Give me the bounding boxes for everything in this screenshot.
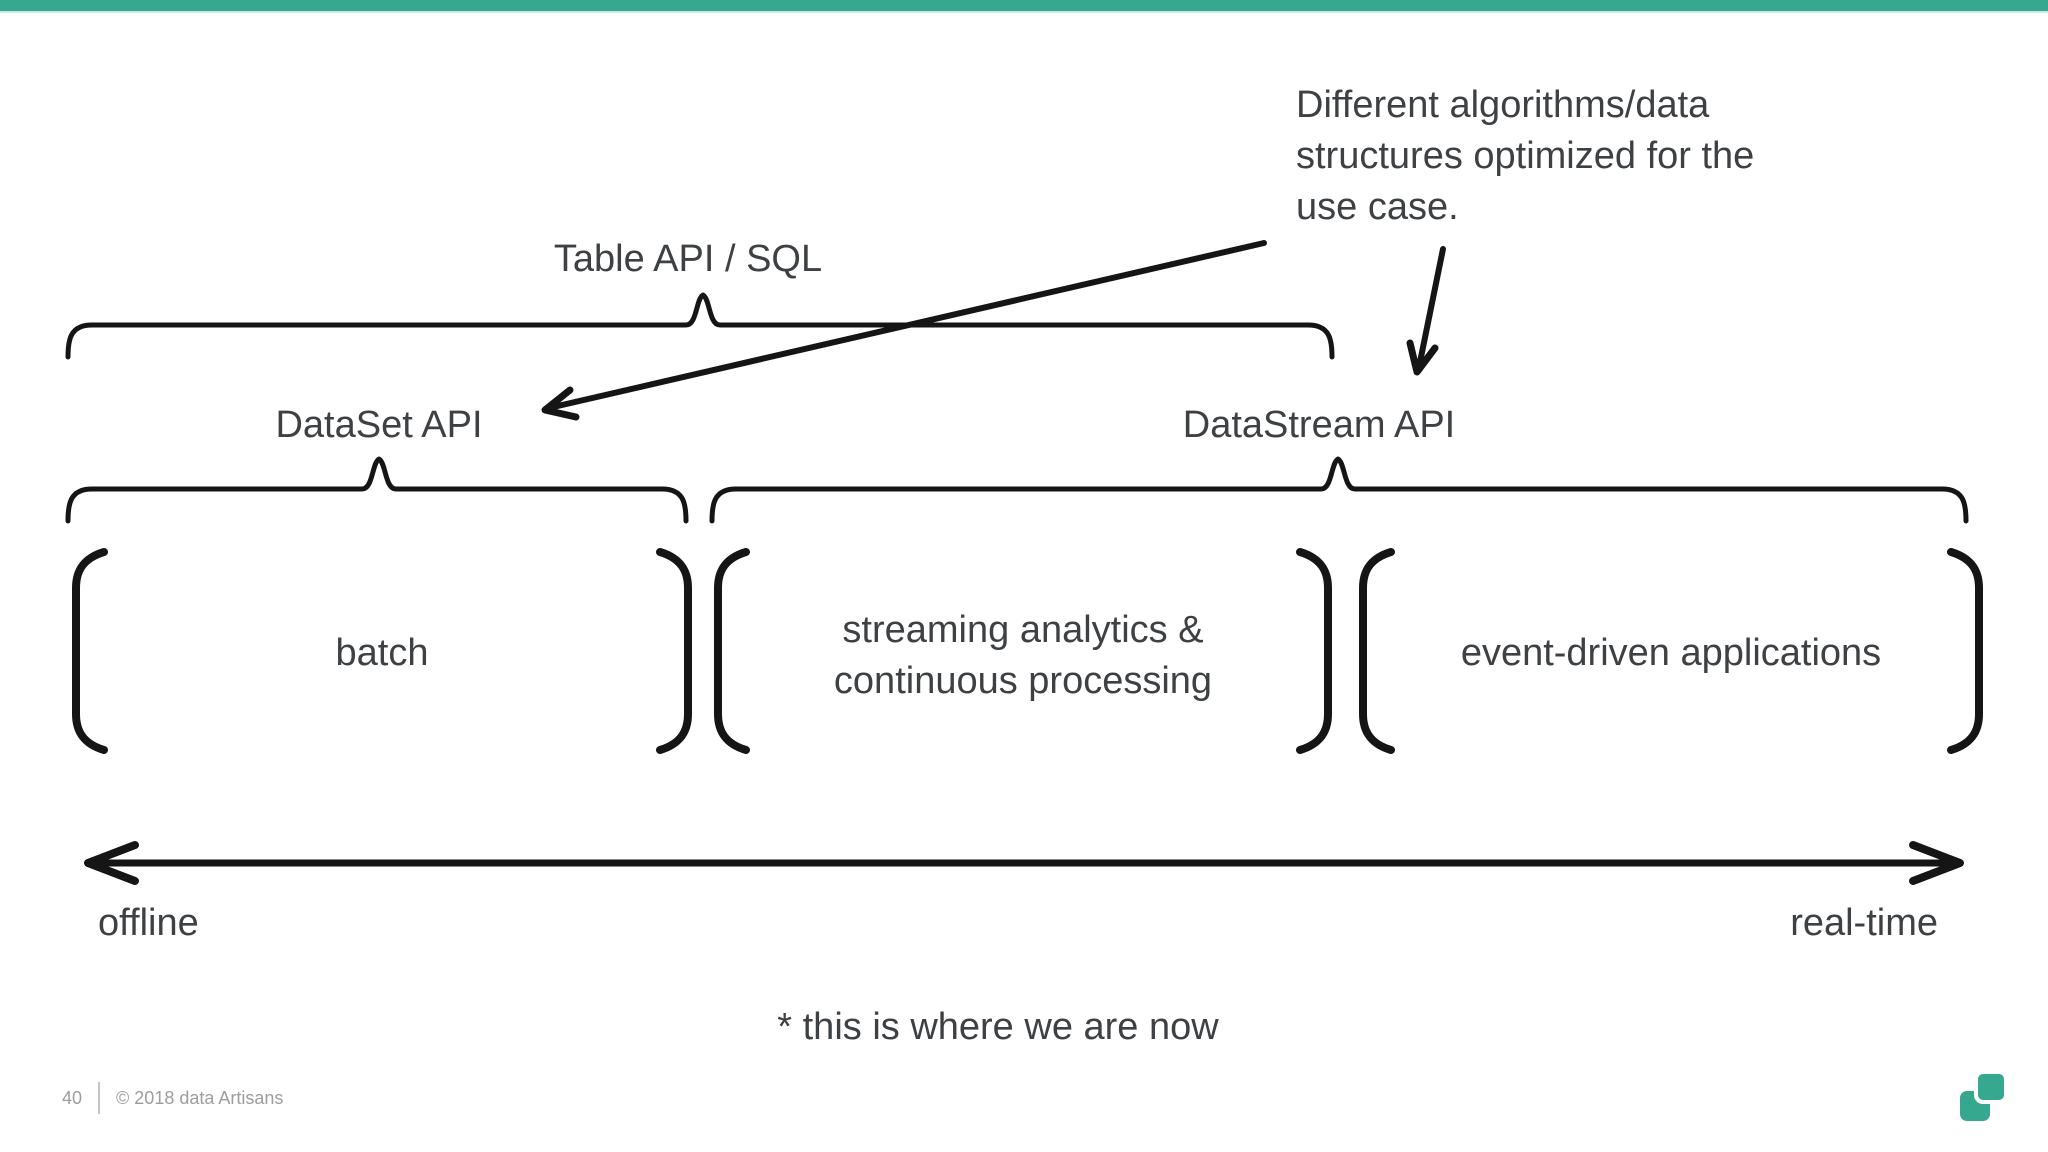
event-paren-right — [1947, 548, 1983, 754]
footnote-text: * this is where we are now — [777, 1006, 1219, 1048]
spectrum-arrowhead-left — [84, 841, 139, 885]
spectrum-arrowhead-right — [1909, 841, 1964, 885]
batch-paren-left — [72, 548, 108, 754]
event-paren-left — [1359, 548, 1395, 754]
streaming-paren-left — [714, 548, 750, 754]
dataset-api-label: DataSet API — [275, 404, 483, 446]
datastream-api-label: DataStream API — [1182, 404, 1456, 446]
data-artisans-logo — [1960, 1070, 2008, 1121]
batch-box-label: batch — [335, 632, 429, 674]
table-api-brace — [65, 292, 1335, 360]
page-number: 40 — [62, 1087, 83, 1108]
copyright-text: © 2018 data Artisans — [116, 1087, 284, 1108]
batch-paren-right — [656, 548, 692, 754]
annotation-arrow-dataset — [546, 240, 1267, 411]
annotation-text: Different algorithms/data structures opt… — [1296, 84, 1755, 228]
streaming-paren-right — [1296, 548, 1332, 754]
slide-footer: 40 © 2018 data Artisans — [62, 1082, 283, 1114]
table-api-label: Table API / SQL — [553, 238, 823, 280]
annotation-arrowhead-datastream — [1406, 339, 1439, 376]
axis-label-offline: offline — [98, 902, 199, 944]
top-accent-bar — [0, 0, 2048, 13]
axis-label-realtime: real-time — [1790, 902, 1938, 944]
event-box-label: event-driven applications — [1460, 632, 1882, 674]
annotation-arrow-datastream — [1416, 246, 1446, 370]
annotation-arrowhead-dataset — [541, 386, 580, 421]
dataset-api-brace — [65, 456, 689, 524]
datastream-api-brace — [709, 456, 1969, 524]
streaming-box-label: streaming analytics & continuous process… — [833, 609, 1213, 702]
footer-divider — [98, 1082, 101, 1114]
logo-square-top-right — [1974, 1070, 2008, 1104]
